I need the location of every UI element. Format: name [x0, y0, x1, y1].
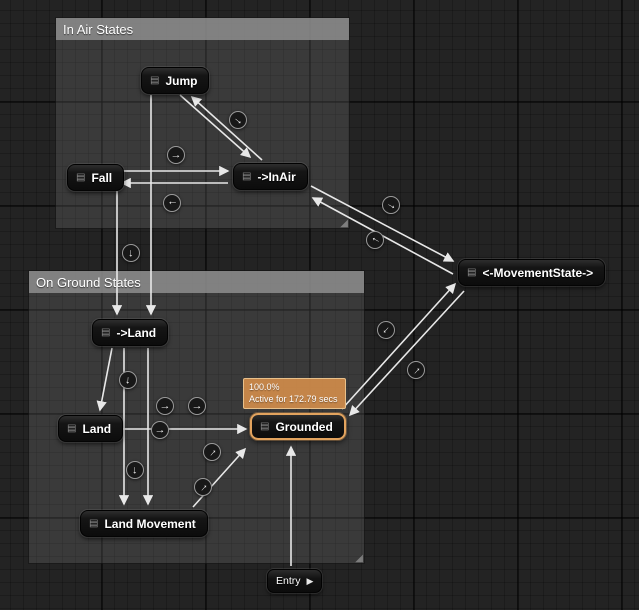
- state-machine-icon: ▤: [76, 171, 86, 183]
- active-state-tooltip: 100.0% Active for 172.79 secs: [243, 378, 346, 409]
- transition-land-landmovement[interactable]: →: [126, 461, 144, 479]
- transition-arrow-icon: →: [129, 464, 142, 476]
- state-node-label: Land Movement: [104, 516, 196, 531]
- state-node-land[interactable]: ▤ Land: [58, 415, 124, 442]
- entry-node-label: Entry: [276, 575, 301, 587]
- state-node-jump[interactable]: ▤ Jump: [141, 67, 210, 94]
- state-node-label: ->InAir: [257, 169, 296, 184]
- state-machine-icon: ▤: [467, 266, 477, 278]
- state-node-label: Jump: [165, 73, 198, 88]
- comment-header[interactable]: In Air States: [56, 18, 349, 40]
- transition-inair-fall[interactable]: →: [163, 194, 181, 212]
- transition-land-grounded-a[interactable]: →: [156, 397, 174, 415]
- comment-header[interactable]: On Ground States: [29, 271, 364, 293]
- comment-title: In Air States: [63, 21, 134, 37]
- state-node-fall[interactable]: ▤ Fall: [67, 164, 125, 191]
- conduit-node-inair[interactable]: ▤ ->InAir: [233, 163, 308, 190]
- state-node-label: <-MovementState->: [482, 265, 594, 280]
- resize-grip-icon[interactable]: ◢: [355, 553, 363, 564]
- resize-grip-icon[interactable]: ◢: [340, 218, 348, 229]
- transition-arrow-icon: →: [122, 374, 135, 387]
- state-machine-icon: ▤: [101, 326, 111, 338]
- transition-arrow-icon: →: [170, 148, 182, 161]
- state-node-grounded[interactable]: ▤ Grounded: [250, 413, 346, 440]
- transition-arrow-icon: →: [407, 361, 424, 378]
- transition-jump-inair[interactable]: →: [229, 111, 247, 129]
- state-machine-icon: ▤: [67, 422, 77, 434]
- state-node-label: ->Land: [116, 325, 157, 340]
- transition-land-grounded-b[interactable]: →: [188, 397, 206, 415]
- state-machine-icon: ▤: [260, 420, 270, 432]
- transition-movementstate-grounded[interactable]: →: [377, 321, 395, 339]
- transition-land-grounded-c[interactable]: →: [151, 421, 169, 439]
- transition-to-land[interactable]: →: [122, 244, 140, 262]
- transition-arrow-icon: →: [154, 423, 166, 436]
- play-icon: ▶: [306, 575, 314, 586]
- transition-grounded-movementstate[interactable]: →: [407, 361, 425, 379]
- transition-fall-inair[interactable]: →: [167, 146, 185, 164]
- transition-arrow-icon: →: [203, 443, 220, 460]
- transition-landmovement-grounded-b[interactable]: →: [194, 478, 212, 496]
- transition-arrow-icon: →: [166, 197, 178, 210]
- transition-arrow-icon: →: [367, 232, 383, 249]
- transition-arrow-icon: →: [378, 322, 395, 339]
- transition-arrow-icon: →: [383, 196, 399, 213]
- tooltip-status: Active for 172.79 secs: [249, 394, 338, 404]
- transition-inair-movementstate[interactable]: →: [382, 196, 400, 214]
- transition-land-conduit-land[interactable]: →: [119, 371, 137, 389]
- state-machine-icon: ▤: [150, 74, 160, 86]
- state-node-label: Grounded: [275, 419, 333, 434]
- state-node-label: Land: [82, 421, 112, 436]
- entry-node[interactable]: Entry ▶: [267, 569, 323, 593]
- transition-arrow-icon: →: [191, 399, 203, 412]
- conduit-node-movementstate[interactable]: ▤ <-MovementState->: [458, 259, 606, 286]
- state-machine-icon: ▤: [89, 517, 99, 529]
- transition-arrow-icon: →: [159, 399, 171, 412]
- transition-arrow-icon: →: [230, 111, 247, 128]
- state-node-label: Fall: [91, 170, 113, 185]
- conduit-node-land[interactable]: ▤ ->Land: [92, 319, 169, 346]
- transition-landmovement-grounded-a[interactable]: →: [203, 443, 221, 461]
- transition-arrow-icon: →: [194, 478, 211, 495]
- transition-movementstate-inair[interactable]: →: [366, 231, 384, 249]
- transition-arrow-icon: →: [125, 247, 138, 259]
- state-node-land-movement[interactable]: ▤ Land Movement: [80, 510, 208, 537]
- state-machine-icon: ▤: [242, 170, 252, 182]
- comment-title: On Ground States: [36, 274, 141, 290]
- comment-box-in-air-states[interactable]: In Air States ◢: [55, 17, 350, 229]
- tooltip-weight: 100.0%: [249, 382, 280, 392]
